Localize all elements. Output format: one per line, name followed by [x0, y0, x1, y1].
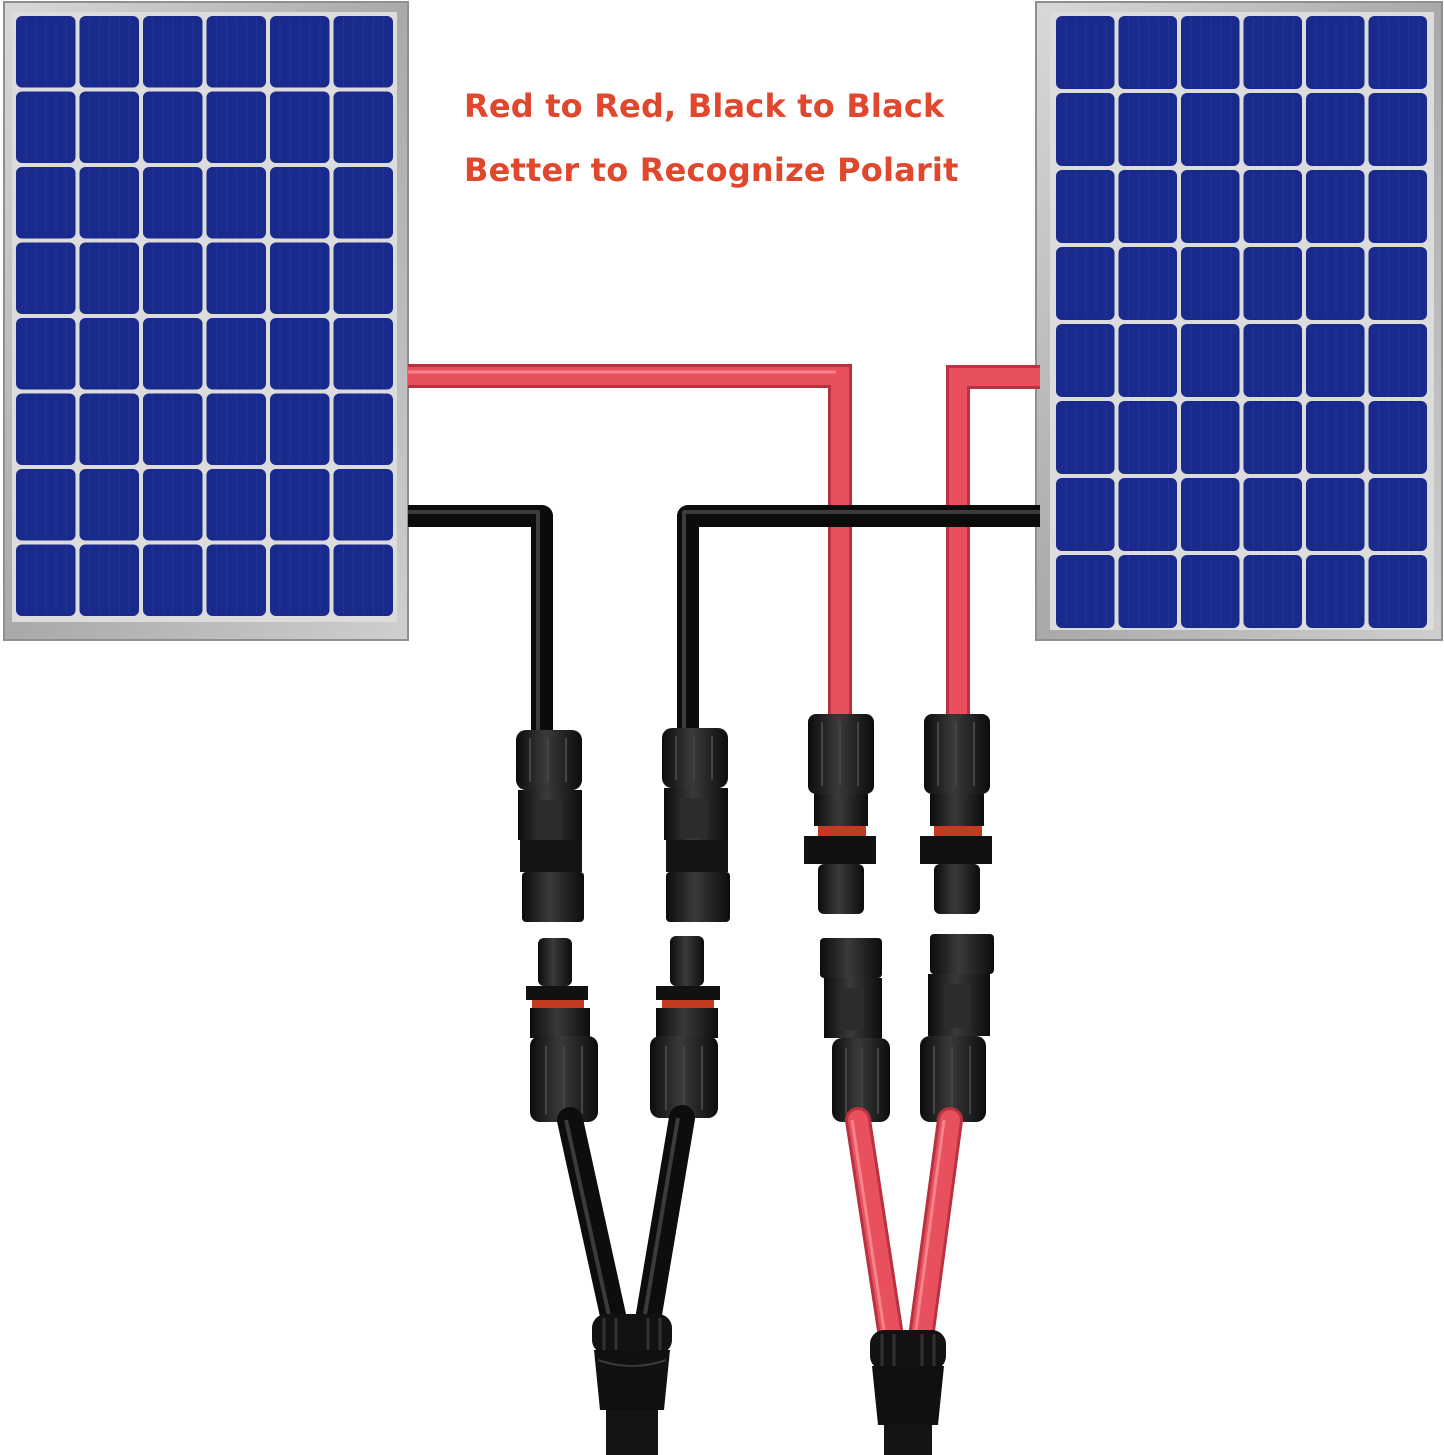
- lower-connector-1: [526, 938, 598, 1122]
- upper-connector-4: [920, 714, 992, 914]
- lower-connector-3: [820, 938, 890, 1122]
- caption-line-1: Red to Red, Black to Black: [464, 87, 945, 125]
- red-y-branch: [845, 1107, 963, 1455]
- lower-connector-4: [920, 934, 994, 1122]
- black-y-branch: [557, 1105, 695, 1455]
- left-solar-panel: [3, 1, 409, 641]
- seal-ring: [662, 1000, 714, 1008]
- upper-connector-1: [516, 730, 584, 922]
- seal-ring: [532, 1000, 584, 1008]
- polarity-caption: Red to Red, Black to Black Better to Rec…: [464, 74, 1024, 202]
- black-cable-left: [408, 505, 553, 740]
- upper-connector-3: [804, 714, 876, 914]
- seal-ring: [934, 826, 982, 836]
- lower-connector-2: [650, 936, 720, 1118]
- left-panel-cells: [14, 14, 395, 618]
- red-cable-left: [408, 364, 852, 720]
- upper-connector-2: [662, 728, 730, 922]
- caption-line-2: Better to Recognize Polarit: [464, 151, 959, 189]
- seal-ring: [818, 826, 866, 836]
- right-solar-panel: [1035, 1, 1443, 641]
- right-panel-cells: [1054, 14, 1429, 630]
- red-cable-right: [946, 365, 1040, 720]
- black-cable-right: [677, 505, 1040, 740]
